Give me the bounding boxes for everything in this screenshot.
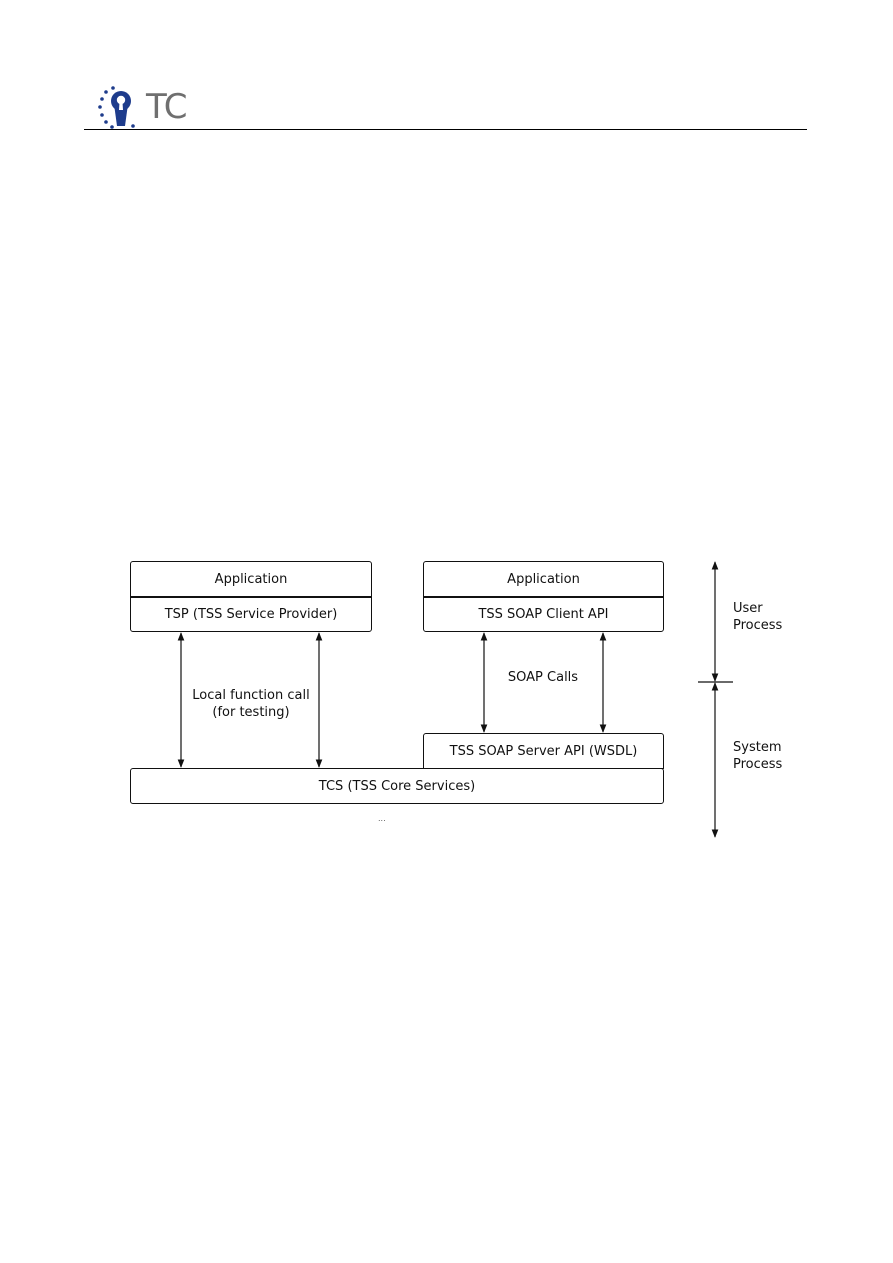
soap-server-label: TSS SOAP Server API (WSDL) xyxy=(449,743,638,759)
system-process-line2: Process xyxy=(733,757,783,772)
tsp-box: TSP (TSS Service Provider) xyxy=(130,597,372,632)
etc-logo-icon xyxy=(98,86,135,129)
left-application-box: Application xyxy=(130,561,372,597)
logo-text: TC xyxy=(146,87,188,127)
tcs-box: TCS (TSS Core Services) xyxy=(130,768,664,804)
left-application-label: Application xyxy=(214,571,288,587)
local-call-label: Local function call (for testing) xyxy=(189,687,313,721)
system-process-line1: System xyxy=(733,740,782,755)
soap-client-label: TSS SOAP Client API xyxy=(478,607,609,622)
ellipsis-label: ... xyxy=(378,814,386,823)
soap-server-box: TSS SOAP Server API (WSDL) xyxy=(423,733,664,769)
right-application-box: Application xyxy=(423,561,664,597)
user-process-line1: User xyxy=(733,601,763,616)
tsp-label: TSP (TSS Service Provider) xyxy=(164,607,338,622)
tcs-label: TCS (TSS Core Services) xyxy=(318,778,476,794)
right-application-label: Application xyxy=(507,571,580,587)
header-rule xyxy=(84,129,807,130)
local-call-line2: (for testing) xyxy=(212,705,290,720)
user-process-label: User Process xyxy=(733,600,782,634)
soap-client-box: TSS SOAP Client API xyxy=(423,597,664,632)
system-process-label: System Process xyxy=(733,739,782,773)
soap-calls-label: SOAP Calls xyxy=(507,670,579,685)
user-process-line2: Process xyxy=(733,618,783,633)
local-call-line1: Local function call xyxy=(192,688,310,703)
